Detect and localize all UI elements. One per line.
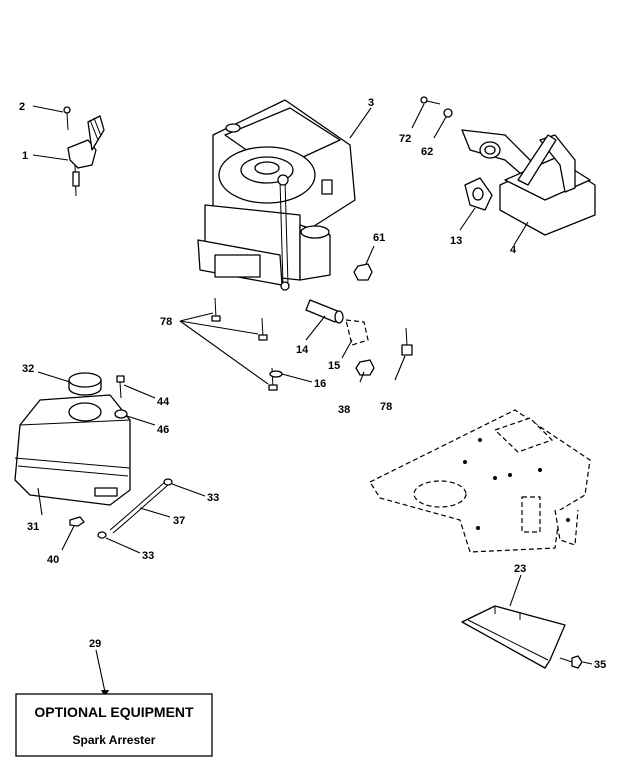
fitting-part <box>305 299 344 324</box>
washer-part <box>269 370 283 378</box>
callout-40: 40 <box>47 554 59 566</box>
frame-part <box>369 409 591 553</box>
callout-14: 14 <box>296 344 309 356</box>
muffler-washer-part <box>443 108 453 118</box>
hose-clamp-lower-part <box>97 531 107 539</box>
callout-61: 61 <box>373 232 385 244</box>
nut-part <box>355 359 375 376</box>
engine-nut-part <box>353 263 373 281</box>
shield-screw-part <box>559 655 583 669</box>
callout-78-left: 78 <box>160 316 172 328</box>
callout-3: 3 <box>368 97 374 109</box>
callout-16: 16 <box>314 378 326 390</box>
engine-bolt-part <box>401 327 413 356</box>
throttle-control-part <box>63 106 105 197</box>
callout-62: 62 <box>421 146 433 158</box>
callout-46: 46 <box>157 424 169 436</box>
engine-part <box>197 99 356 291</box>
fuel-tank-part <box>14 394 131 527</box>
heat-shield-part <box>461 605 566 669</box>
optional-equipment-subtitle: Spark Arrester <box>73 733 156 747</box>
callout-31: 31 <box>27 521 39 533</box>
callout-78-right: 78 <box>380 401 392 413</box>
hose-clamp-upper-part <box>163 478 173 486</box>
optional-equipment-box: OPTIONAL EQUIPMENT Spark Arrester <box>15 693 213 757</box>
callout-33-lower: 33 <box>142 550 154 562</box>
mounting-bolts-part <box>211 297 278 391</box>
callout-37: 37 <box>173 515 185 527</box>
callout-72: 72 <box>399 133 411 145</box>
callout-35: 35 <box>594 659 606 671</box>
muffler-part <box>461 129 596 236</box>
callout-2: 2 <box>19 101 25 113</box>
optional-equipment-title: OPTIONAL EQUIPMENT <box>34 704 194 720</box>
fuel-cap-part <box>68 372 102 396</box>
callout-33-upper: 33 <box>207 492 219 504</box>
tank-washer-part <box>114 409 128 419</box>
callout-44: 44 <box>157 396 170 408</box>
muffler-bolt-part <box>420 96 441 105</box>
tank-screw-part <box>116 375 125 399</box>
clamp-part <box>345 319 369 346</box>
callout-38: 38 <box>338 404 350 416</box>
callout-15: 15 <box>328 360 340 372</box>
callout-29: 29 <box>89 638 101 650</box>
callout-4: 4 <box>510 244 517 256</box>
gasket-part <box>464 177 493 211</box>
callout-32: 32 <box>22 363 34 375</box>
callout-13: 13 <box>450 235 462 247</box>
callout-1: 1 <box>22 150 28 162</box>
callout-23: 23 <box>514 563 526 575</box>
fuel-line-part <box>109 481 166 531</box>
